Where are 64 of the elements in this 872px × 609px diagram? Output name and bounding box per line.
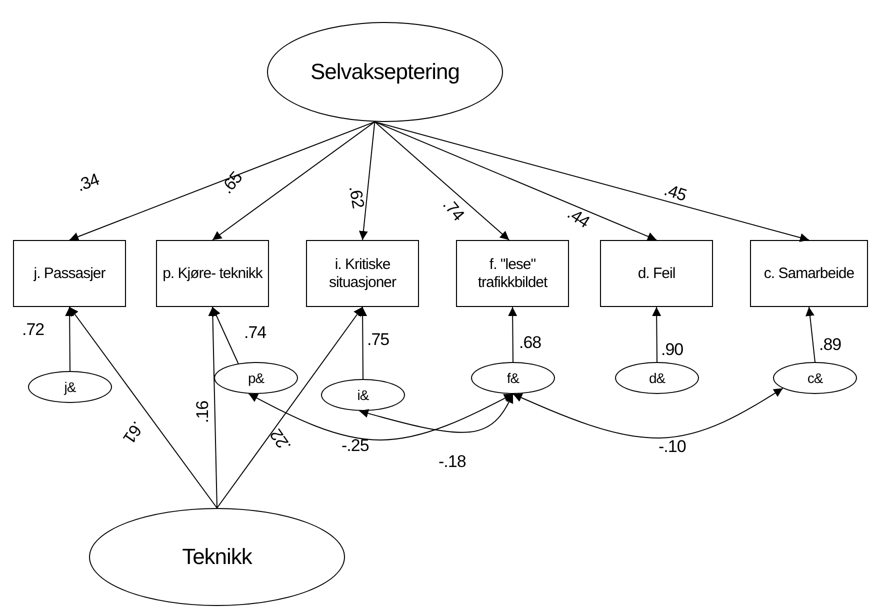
node-label: Teknikk: [182, 544, 252, 570]
error-term-ellipse: [773, 362, 857, 394]
error-term-ellipse: [321, 379, 405, 411]
edge-label: .44: [563, 204, 593, 232]
node-label: c. Samarbeide: [764, 264, 854, 282]
edge-label: -.10: [658, 437, 686, 457]
arrow: [806, 306, 816, 362]
arrow: [69, 306, 218, 508]
edge-label: .74: [244, 323, 266, 343]
arrow: [65, 306, 74, 372]
edge-label: .16: [193, 400, 214, 424]
arrow: [652, 306, 662, 362]
latent-variable-ellipse: [89, 508, 345, 606]
edge-label: .68: [519, 333, 542, 353]
node-label: Selvakseptering: [310, 58, 460, 86]
covariance-arrow: [512, 388, 784, 438]
node-label: f. "lese" trafikkbildet: [476, 256, 548, 292]
indicator-box: [750, 240, 868, 307]
node-label: i. Kritiske situasjoner: [328, 256, 398, 292]
node-label: p. Kjøre- teknikk: [162, 264, 262, 282]
arrow: [374, 121, 810, 242]
error-term-ellipse: [214, 362, 298, 394]
indicator-box: [156, 240, 269, 307]
indicator-box: [306, 240, 419, 307]
error-term-ellipse: [28, 371, 112, 403]
node-label: j. Passasjer: [34, 264, 106, 282]
arrow: [208, 306, 218, 508]
covariance-arrow: [248, 393, 514, 440]
arrow: [212, 306, 239, 364]
edge-label: .62: [344, 184, 368, 210]
node-label: f&: [506, 370, 520, 386]
edge-label: .89: [819, 335, 842, 355]
covariance-arrow: [358, 394, 514, 433]
edge-label: .65: [217, 168, 247, 198]
arrow: [508, 306, 518, 362]
edge-label: .22: [266, 425, 296, 455]
arrow: [216, 306, 363, 508]
node-label: d&: [648, 370, 666, 386]
error-term-ellipse: [471, 362, 555, 394]
edge-label: .61: [118, 417, 148, 447]
node-label: j&: [64, 378, 76, 396]
node-label: c&: [807, 370, 823, 386]
indicator-box: [600, 240, 713, 307]
arrow: [69, 121, 376, 241]
node-label: p&: [248, 370, 264, 386]
node-label: d. Feil: [638, 264, 676, 282]
edge-label: .45: [661, 180, 689, 206]
arrow: [358, 306, 368, 380]
edge-label: .90: [661, 340, 684, 360]
edge-label: .74: [438, 195, 468, 225]
indicator-box: [13, 240, 126, 307]
edge-label: -.25: [342, 436, 369, 456]
edge-label: .72: [22, 320, 44, 340]
node-label: i&: [357, 386, 369, 404]
edge-label: -.18: [438, 452, 466, 472]
edge-label: .34: [74, 170, 102, 196]
arrow: [212, 121, 376, 240]
arrow: [358, 121, 376, 240]
indicator-box: [456, 240, 569, 307]
latent-variable-ellipse: [267, 22, 503, 122]
arrow: [374, 121, 657, 241]
error-term-ellipse: [615, 362, 699, 394]
arrow: [374, 121, 510, 240]
edge-label: .75: [367, 330, 390, 350]
